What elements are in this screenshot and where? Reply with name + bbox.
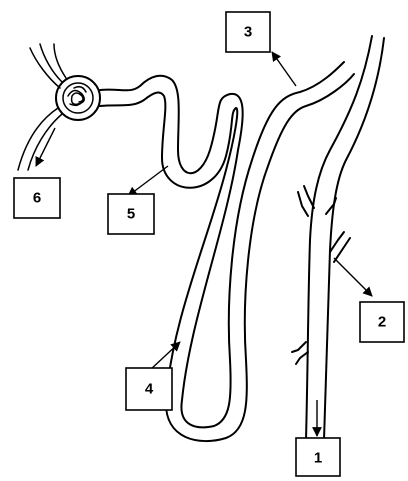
label-6: 6 xyxy=(14,178,60,218)
arrow-3 xyxy=(272,52,296,86)
glomerulus xyxy=(56,76,100,120)
svg-text:2: 2 xyxy=(378,314,386,331)
label-5: 5 xyxy=(108,194,154,234)
arrow-6 xyxy=(36,128,55,166)
svg-text:1: 1 xyxy=(314,450,322,467)
arrow-2 xyxy=(334,258,372,296)
label-2: 2 xyxy=(360,302,404,342)
svg-text:3: 3 xyxy=(244,24,252,41)
label-1: 1 xyxy=(296,438,340,476)
svg-text:6: 6 xyxy=(33,190,41,207)
label-3: 3 xyxy=(226,12,270,52)
svg-text:5: 5 xyxy=(127,206,135,223)
svg-text:4: 4 xyxy=(145,381,154,398)
arrow-4 xyxy=(150,342,180,370)
label-4: 4 xyxy=(126,368,172,410)
collecting-duct xyxy=(292,36,384,440)
arrow-5 xyxy=(128,166,168,196)
